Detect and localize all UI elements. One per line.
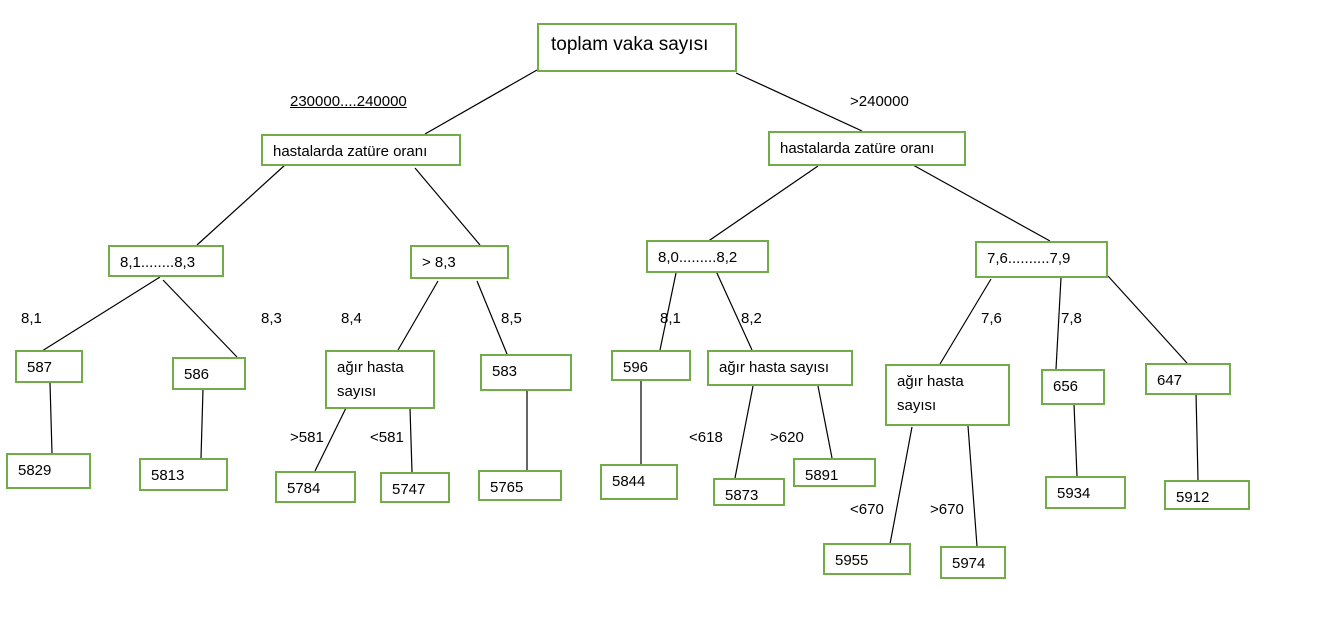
value-5912-node: 5912 <box>1164 480 1250 510</box>
value-5829-node: 5829 <box>6 453 91 489</box>
edge-label-8-3: 8,3 <box>261 310 282 327</box>
value-5747-node: 5747 <box>380 472 450 503</box>
edge-agir3-5974 <box>967 425 978 547</box>
value-586-node: 586 <box>172 357 246 390</box>
edge-root-right <box>735 72 863 132</box>
edge-agir2-5891 <box>817 385 833 459</box>
edge-656-5934 <box>1073 403 1078 477</box>
range-7-6-7-9-node: 7,6..........7,9 <box>975 241 1108 278</box>
value-596-node: 596 <box>611 350 691 381</box>
edge-label-lt618: <618 <box>689 429 723 446</box>
root-node: toplam vaka sayısı <box>537 23 737 72</box>
edge-label-7-6: 7,6 <box>981 310 1002 327</box>
edge-label-gt581: >581 <box>290 429 324 446</box>
value-5813-node: 5813 <box>139 458 228 491</box>
severe-patients-node-3: ağır hasta sayısı <box>885 364 1010 426</box>
value-5955-node: 5955 <box>823 543 911 575</box>
edge-lpneu-lr2 <box>414 167 481 246</box>
edge-rr1-596 <box>659 272 677 351</box>
value-5934-node: 5934 <box>1045 476 1126 509</box>
edge-rr1-agir2 <box>715 270 753 351</box>
right-pneumonia-node: hastalarda zatüre oranı <box>768 131 966 166</box>
edge-rr2-656 <box>1055 277 1062 370</box>
value-587-node: 587 <box>15 350 83 383</box>
edge-lr2-agir1 <box>397 280 439 351</box>
value-583-node: 583 <box>480 354 572 391</box>
value-5873-node: 5873 <box>713 478 785 506</box>
edge-label-8-1-left: 8,1 <box>21 310 42 327</box>
edge-lr1-586 <box>162 279 238 358</box>
edge-lr1-587 <box>41 276 161 352</box>
edge-agir3-5955 <box>889 426 913 545</box>
edge-rr2-agir3 <box>939 278 992 365</box>
value-5784-node: 5784 <box>275 471 356 503</box>
edge-label-8-4: 8,4 <box>341 310 362 327</box>
edge-label-lt670: <670 <box>850 501 884 518</box>
edge-agir1-5747 <box>409 407 413 473</box>
edge-647-5912 <box>1195 392 1199 481</box>
edge-lr2-583 <box>476 280 508 355</box>
edge-label-8-1-right: 8,1 <box>660 310 681 327</box>
value-5891-node: 5891 <box>793 458 876 487</box>
edge-agir1-5784 <box>314 407 347 472</box>
edge-label-8-2: 8,2 <box>741 310 762 327</box>
edge-label-gt240000: >240000 <box>850 93 909 110</box>
edge-label-gt620: >620 <box>770 429 804 446</box>
edge-rr2-647 <box>1107 275 1188 364</box>
range-8-1-8-3-node: 8,1........8,3 <box>108 245 224 277</box>
value-647-node: 647 <box>1145 363 1231 395</box>
edge-label-7-8: 7,8 <box>1061 310 1082 327</box>
range-8-0-8-2-node: 8,0.........8,2 <box>646 240 769 273</box>
value-5844-node: 5844 <box>600 464 678 500</box>
edge-root-left <box>424 69 538 135</box>
edge-label-gt670: >670 <box>930 501 964 518</box>
edge-587-5829 <box>49 382 53 454</box>
value-656-node: 656 <box>1041 369 1105 405</box>
range-gt-8-3-node: > 8,3 <box>410 245 509 279</box>
value-5974-node: 5974 <box>940 546 1006 579</box>
left-pneumonia-node: hastalarda zatüre oranı <box>261 134 461 166</box>
severe-patients-node-2: ağır hasta sayısı <box>707 350 853 386</box>
edge-agir2-5873 <box>734 385 754 479</box>
edge-586-5813 <box>200 388 204 459</box>
edge-label-8-5: 8,5 <box>501 310 522 327</box>
edge-rpneu-rr1 <box>706 165 819 243</box>
edge-label-lt581: <581 <box>370 429 404 446</box>
edge-rpneu-rr2 <box>912 164 1051 242</box>
value-5765-node: 5765 <box>478 470 562 501</box>
edge-lpneu-lr1 <box>196 164 286 246</box>
severe-patients-node-1: ağır hasta sayısı <box>325 350 435 409</box>
edge-label-230000-240000: 230000....240000 <box>290 93 407 110</box>
